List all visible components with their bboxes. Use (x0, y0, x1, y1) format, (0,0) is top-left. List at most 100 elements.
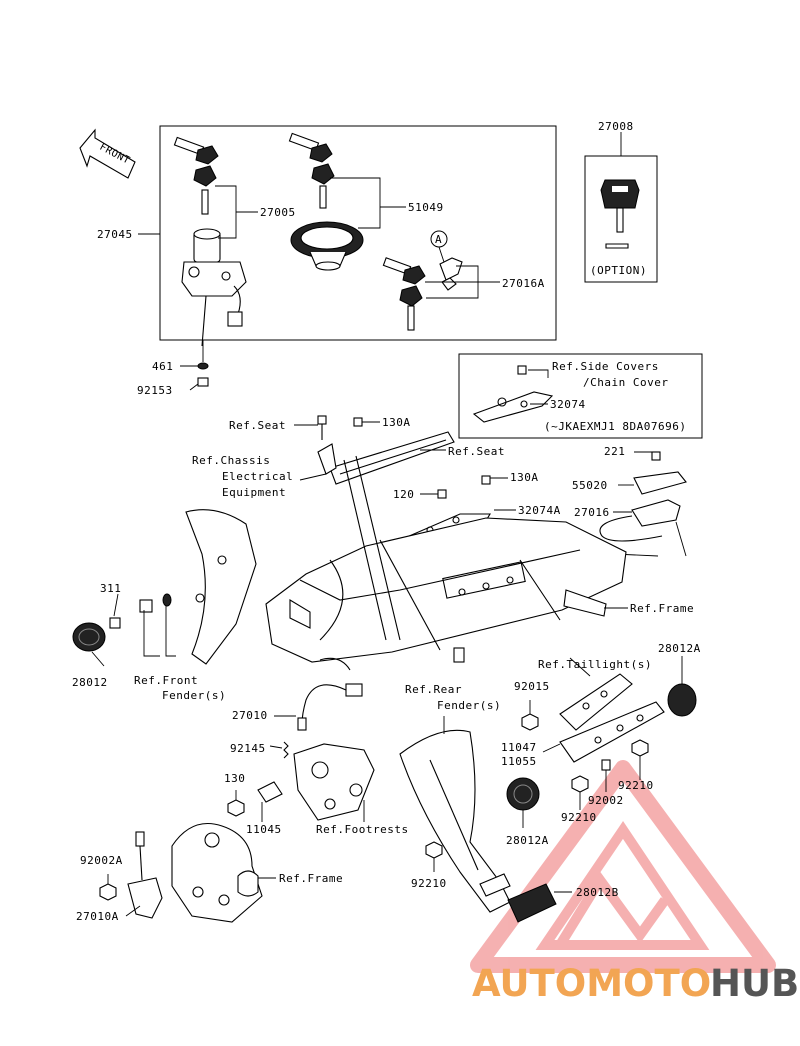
label-11055: 11055 (501, 755, 537, 768)
label-ref-seat-2: Ref.Seat (448, 445, 505, 458)
bolt-92153 (189, 377, 209, 391)
main-frame (265, 455, 627, 671)
key-27005-a (173, 136, 219, 165)
label-130A-2: 130A (510, 471, 539, 484)
seat-lock-plate-55020 (633, 451, 687, 495)
taillight-bracket-lower (559, 701, 665, 763)
nut-92210-a (631, 739, 649, 757)
label-ref-front-fender-2: Fender(s) (162, 689, 226, 702)
seat-bolt-right (353, 417, 363, 427)
label-92153: 92153 (137, 384, 173, 397)
label-27016A: 27016A (502, 277, 545, 290)
label-92145: 92145 (230, 742, 266, 755)
label-92210-1: 92210 (618, 779, 654, 792)
label-ref-chassis-2: Electrical (222, 470, 293, 483)
switch-27010A (127, 831, 163, 919)
reflector-28012A-top (667, 683, 697, 717)
watermark-text-part1: AUTOMOTO (472, 962, 711, 1005)
nut-311 (109, 593, 172, 629)
key-27005-b (193, 165, 217, 215)
label-ref-seat-1: Ref.Seat (229, 419, 286, 432)
label-461: 461 (152, 360, 173, 373)
footrest-bracket (293, 743, 375, 821)
label-27010: 27010 (232, 709, 268, 722)
label-ref-footrests: Ref.Footrests (316, 823, 409, 836)
label-ref-taillight: Ref.Taillight(s) (538, 658, 652, 671)
washer-461 (197, 362, 209, 370)
label-ref-side-covers-1: Ref.Side Covers (552, 360, 659, 373)
label-120: 120 (393, 488, 414, 501)
plate-11045 (257, 781, 283, 803)
label-92210-2: 92210 (561, 811, 597, 824)
label-28012A-2: 28012A (506, 834, 549, 847)
label-ref-front-fender-1: Ref.Front (134, 674, 198, 687)
switch-27010 (297, 683, 363, 731)
label-27008: 27008 (598, 120, 634, 133)
reflector-28012B (479, 873, 557, 923)
label-92002A: 92002A (80, 854, 123, 867)
label-ref-chassis-1: Ref.Chassis (192, 454, 270, 467)
label-27016: 27016 (574, 506, 610, 519)
key-51049-a (288, 132, 333, 163)
label-130: 130 (224, 772, 245, 785)
label-55020: 55020 (572, 479, 608, 492)
label-32074: 32074 (550, 398, 586, 411)
rear-fender (399, 729, 511, 913)
label-32074A: 32074A (518, 504, 561, 517)
nut-92210-b (571, 775, 589, 793)
label-28012A-1: 28012A (658, 642, 701, 655)
label-11045: 11045 (246, 823, 282, 836)
bracket-32074 (472, 365, 554, 423)
label-27005: 27005 (260, 206, 296, 219)
key-51049-b (311, 163, 335, 209)
label-ref-rear-fender-1: Ref.Rear (405, 683, 462, 696)
labels: 27008 (OPTION) 27045 27005 51049 27016A … (72, 120, 701, 923)
reflector-28012A-bottom (506, 777, 540, 811)
lock-27016A (439, 257, 463, 291)
label-51049: 51049 (408, 201, 444, 214)
seat-lock-cable-27016 (599, 499, 681, 542)
fuel-cap (290, 221, 364, 271)
seat-bolt-left (317, 415, 327, 440)
bolt-130 (227, 799, 245, 817)
label-27045: 27045 (97, 228, 133, 241)
front-arrow-icon: FRONT (79, 128, 136, 179)
watermark-text: AUTOMOTO HUB (472, 962, 799, 1005)
callout-a-top-label: A (435, 233, 442, 246)
label-130A-1: 130A (382, 416, 411, 429)
label-92002: 92002 (588, 794, 624, 807)
spring-92145 (283, 741, 289, 759)
label-28012: 28012 (72, 676, 108, 689)
bolt-92002A (99, 883, 117, 901)
reflector-28012 (72, 622, 106, 652)
watermark-logo (470, 760, 776, 973)
lower-frame (171, 822, 263, 923)
label-ref-frame-2: Ref.Frame (279, 872, 343, 885)
key-27008 (600, 179, 640, 249)
key-set-box (159, 125, 557, 341)
key-27016A-a (382, 257, 426, 285)
label-11047: 11047 (501, 741, 537, 754)
taillight-bracket-upper (559, 673, 633, 731)
key-27016A-b (399, 285, 423, 331)
watermark-text-part2: HUB (710, 962, 799, 1005)
label-27010A: 27010A (76, 910, 119, 923)
label-92015: 92015 (514, 680, 550, 693)
label-ref-side-covers-2: /Chain Cover (583, 376, 668, 389)
key-box-leaders (215, 177, 500, 299)
label-92210-3: 92210 (411, 877, 447, 890)
side-covers-box (458, 353, 703, 439)
seat-rail (329, 431, 455, 485)
chassis-bracket (317, 443, 337, 475)
nut-92015 (521, 713, 539, 731)
label-ref-chassis-3: Equipment (222, 486, 286, 499)
ignition-switch (181, 228, 247, 347)
label-ref-rear-fender-2: Fender(s) (437, 699, 501, 712)
bolt-92002 (601, 759, 611, 771)
label-221: 221 (604, 445, 625, 458)
label-serial-note: (~JKAEXMJ1 8DA07696) (544, 420, 686, 433)
nut-92210-c (425, 841, 443, 859)
front-fender-bracket (185, 509, 257, 665)
